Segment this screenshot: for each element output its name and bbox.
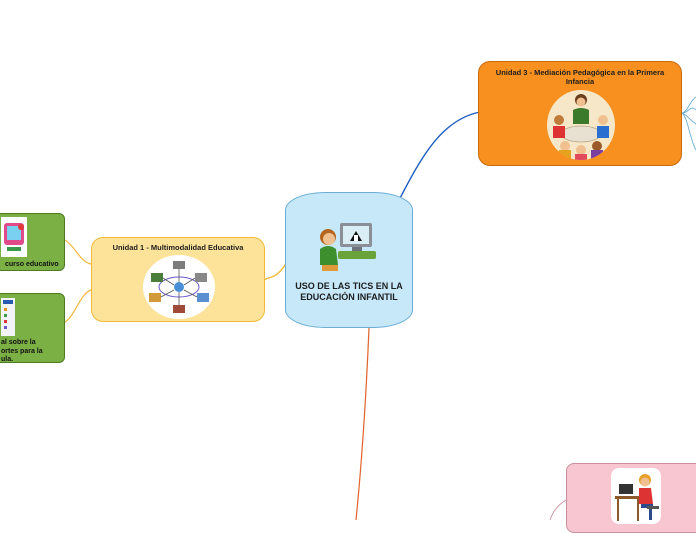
subtopic-2-label: al sobre la ortes para la ula. [1, 339, 43, 365]
subtopic-2-line1: al sobre la [1, 339, 36, 346]
subtopic-2-line2: ortes para la [1, 347, 43, 355]
multimodal-diagram-icon [143, 255, 215, 319]
link-unit1-green2 [64, 289, 92, 323]
link-unit3-right2 [681, 107, 696, 114]
link-unit3-right3 [681, 112, 696, 125]
central-topic-title: USO DE LAS TICS EN LA EDUCACIÓN INFANTIL [295, 281, 403, 302]
subtopic-node-2[interactable]: al sobre la ortes para la ula. [0, 293, 65, 363]
unit3-node[interactable]: Unidad 3 - Mediación Pedagógica en la Pr… [478, 61, 682, 166]
subtopic-1-label: curso educativo [5, 261, 59, 268]
link-unit1-green1 [64, 239, 92, 265]
kids-screen-icon [1, 217, 27, 257]
link-unit3-right1 [681, 96, 696, 114]
unit1-title: Unidad 1 - Multimodalidad Educativa [112, 243, 244, 252]
link-central-unit3 [397, 111, 481, 203]
app-chart-icon [1, 298, 15, 336]
link-central-bottom [355, 327, 370, 520]
connector-lines [64, 96, 696, 520]
mind-map-canvas: USO DE LAS TICS EN LA EDUCACIÓN INFANTIL… [0, 61, 696, 533]
classroom-teacher-icon [547, 90, 615, 160]
child-computer-icon [320, 223, 376, 271]
link-pink-left [549, 499, 567, 520]
unit1-node[interactable]: Unidad 1 - Multimodalidad Educativa [91, 237, 265, 322]
central-topic-node[interactable]: USO DE LAS TICS EN LA EDUCACIÓN INFANTIL [285, 192, 413, 328]
subtopic-node-1[interactable]: curso educativo [0, 213, 65, 271]
unit3-title: Unidad 3 - Mediación Pedagógica en la Pr… [495, 68, 665, 86]
child-desk-icon [611, 468, 661, 524]
unit-node-pink[interactable] [566, 463, 696, 533]
link-central-unit1 [263, 261, 288, 281]
link-unit3-right4 [681, 112, 696, 151]
subtopic-2-line3: ula. [1, 356, 14, 363]
